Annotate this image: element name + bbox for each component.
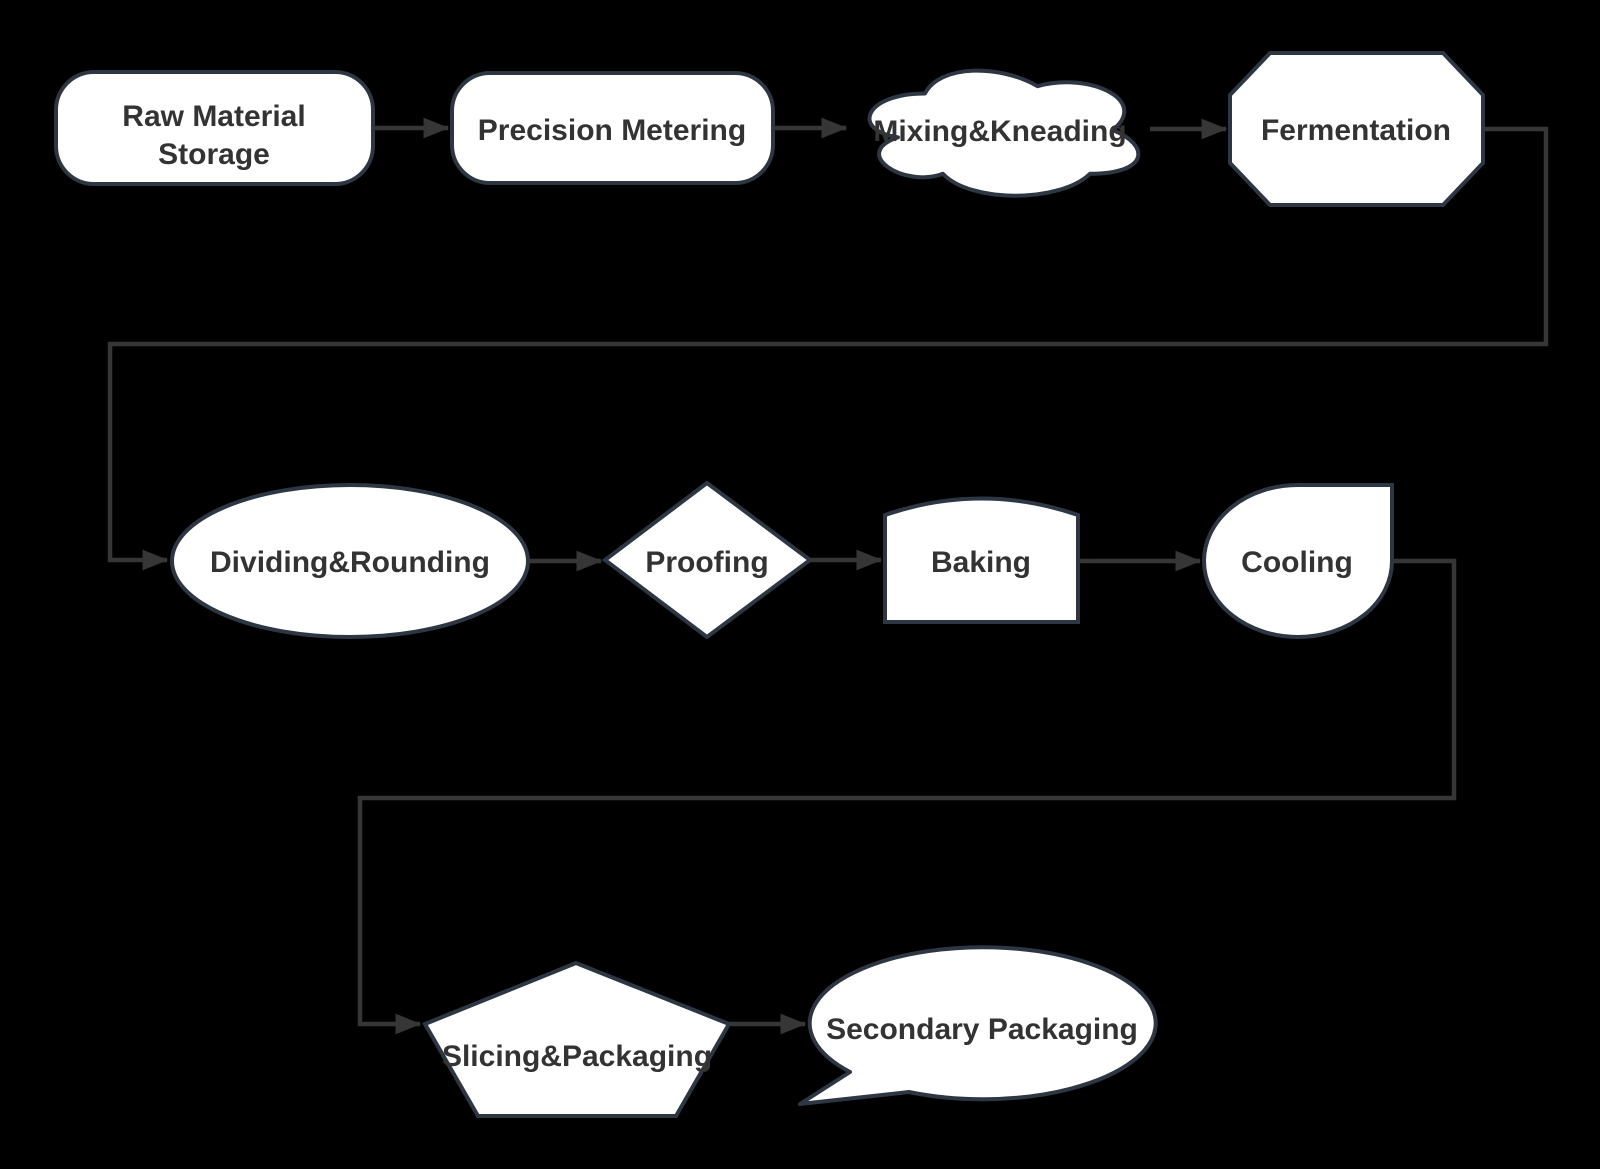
precision-metering-shape [450,71,775,185]
mixing-kneading-label: Mixing&Kneading [873,115,1126,148]
node-baking: Baking [883,496,1080,624]
node-dividing-rounding: Dividing&Rounding [170,483,530,639]
edges [107,117,1549,1035]
cooling-label: Cooling [1241,546,1353,579]
raw-material-storage-shape [54,70,375,186]
secondary-packaging-speech-bubble-shape [798,945,1158,1106]
raw-material-storage-label-line1: Raw Material [122,100,305,133]
proofing-diamond-shape [601,480,814,640]
baking-curved-top-shape [883,496,1080,624]
node-mixing-kneading: Mixing&Kneading [867,68,1141,198]
node-cooling: Cooling [1201,483,1394,640]
edge-cooling-to-slicing-packaging [357,558,1457,1035]
node-precision-metering: Precision Metering [450,71,775,185]
baking-label: Baking [931,546,1031,579]
secondary-packaging-label: Secondary Packaging [826,1013,1138,1046]
node-fermentation: Fermentation [1228,51,1485,207]
node-secondary-packaging: Secondary Packaging [798,945,1158,1106]
mixing-kneading-cloud-shape [867,68,1141,198]
node-raw-material-storage: Raw Material Storage [54,70,375,186]
proofing-label: Proofing [645,546,768,579]
precision-metering-label: Precision Metering [478,114,746,147]
slicing-packaging-label: Slicing&Packaging [442,1040,712,1073]
raw-material-storage-label-line2: Storage [158,138,270,171]
dividing-rounding-label: Dividing&Rounding [210,546,490,579]
fermentation-label: Fermentation [1261,114,1451,147]
node-slicing-packaging: Slicing&Packaging [422,960,732,1118]
slicing-packaging-pentagon-shape [422,960,732,1118]
fermentation-octagon-shape [1228,51,1485,207]
dividing-rounding-ellipse-shape [170,483,530,639]
edge-fermentation-to-dividing-rounding [107,126,1549,571]
node-proofing: Proofing [601,480,814,640]
cooling-teardrop-shape [1201,483,1394,640]
